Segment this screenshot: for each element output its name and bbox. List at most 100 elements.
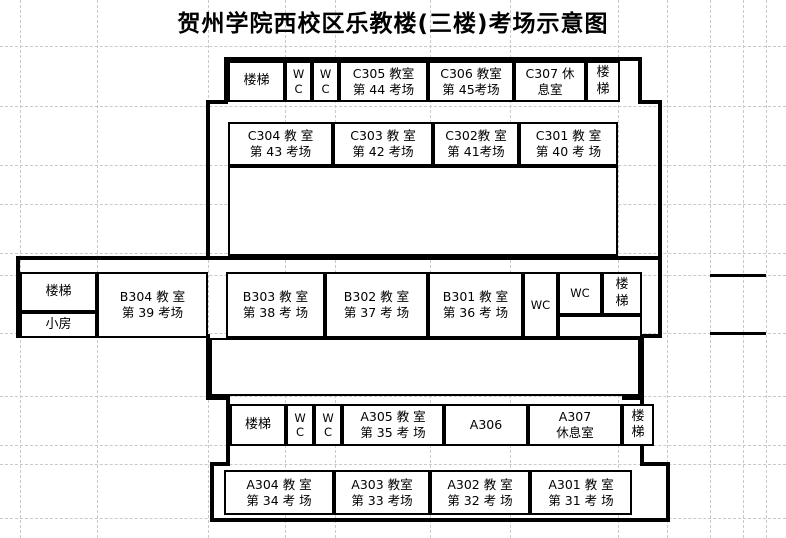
page-title: 贺州学院西校区乐教楼(三楼)考场示意图: [177, 11, 609, 37]
room-b303[interactable]: B303 教 室 第 38 考 场: [226, 272, 325, 338]
stairs-a-left[interactable]: 楼梯: [230, 404, 286, 446]
room-a302[interactable]: A302 教 室 第 32 考 场: [430, 470, 530, 515]
wall-a-bottom-right: [640, 462, 670, 466]
room-label-line1: C302教 室: [445, 128, 507, 144]
room-label-line2: 第 31 考 场: [548, 492, 614, 508]
wall-a-left: [226, 396, 230, 462]
room-a306[interactable]: A306: [444, 404, 528, 446]
wall-c-left: [206, 100, 210, 260]
room-label-line2: C: [321, 81, 330, 96]
room-label-line2: 梯: [631, 425, 645, 440]
wall-b-left: [16, 256, 20, 338]
wc-c-1[interactable]: W C: [285, 61, 312, 102]
stairs-c-right[interactable]: 楼 梯: [586, 61, 620, 102]
room-b302[interactable]: B302 教 室 第 37 考 场: [325, 272, 428, 338]
wall-a-top-right: [622, 396, 644, 400]
wall-b-bottom-right: [640, 334, 662, 338]
wc-a-2[interactable]: W C: [314, 404, 342, 446]
wc-a-1[interactable]: W C: [286, 404, 314, 446]
room-label-line1: 楼: [596, 65, 610, 81]
room-b301[interactable]: B301 教 室 第 36 考 场: [428, 272, 523, 338]
stairs-a-right[interactable]: 楼 梯: [622, 404, 654, 446]
room-label-line1: B302 教 室: [343, 289, 410, 305]
room-label-line1: W: [322, 410, 334, 425]
corridor-b-wing: [210, 338, 640, 396]
wall-a-bottom-left: [210, 462, 230, 466]
room-label-line2: C: [295, 425, 305, 439]
grid-line-horizontal: [0, 106, 786, 107]
grid-line-vertical: [710, 0, 711, 538]
room-label-line2: 梯: [596, 81, 610, 97]
grid-line-horizontal: [0, 46, 786, 47]
room-label-line2: 休息室: [556, 425, 594, 440]
room-a307[interactable]: A307 休息室: [528, 404, 622, 446]
grid-line-vertical: [208, 0, 209, 538]
room-c304[interactable]: C304 教 室 第 43 考场: [228, 122, 333, 166]
room-c302[interactable]: C302教 室 第 41考场: [433, 122, 519, 166]
room-label-line1: C307 休: [525, 65, 575, 81]
wc-c-2[interactable]: W C: [312, 61, 339, 102]
grid-line-vertical: [766, 0, 767, 538]
room-c303[interactable]: C303 教 室 第 42 考场: [333, 122, 433, 166]
room-label-line1: C301 教 室: [535, 128, 602, 144]
room-label-line2: 第 32 考 场: [447, 492, 513, 508]
room-label-line1: A304 教 室: [246, 476, 312, 492]
grid-line-vertical: [667, 0, 668, 538]
room-label-line2: 梯: [615, 293, 629, 309]
wc-b-1[interactable]: WC: [523, 272, 558, 338]
room-a304[interactable]: A304 教 室 第 34 考 场: [224, 470, 334, 515]
room-label-line1: A306: [469, 417, 503, 433]
room-label-line1: C306 教室: [440, 65, 502, 81]
grid-line-vertical: [335, 0, 336, 538]
wall-b-top-left: [16, 256, 208, 260]
wall-c-top: [224, 57, 642, 61]
room-label-line2: 第 45考场: [442, 81, 500, 97]
room-label-line1: B304 教 室: [119, 289, 186, 305]
room-label-line1: A305 教 室: [360, 409, 426, 425]
room-label-line2: 第 42 考场: [352, 144, 414, 159]
room-label-line2: 第 41考场: [447, 144, 505, 159]
grid-line-vertical: [618, 0, 619, 538]
room-c301[interactable]: C301 教 室 第 40 考 场: [519, 122, 618, 166]
wc-b-2[interactable]: WC: [558, 272, 602, 315]
room-label-line2: 第 36 考 场: [442, 305, 509, 320]
room-c307[interactable]: C307 休 息室: [514, 61, 586, 102]
grid-line-horizontal: [0, 396, 786, 397]
wall-a-top-left: [206, 396, 230, 400]
room-label-line1: A301 教 室: [548, 476, 614, 492]
stairs-b-left[interactable]: 楼梯: [20, 272, 97, 312]
room-label-line1: C304 教 室: [247, 128, 314, 144]
grid-line-vertical: [510, 0, 511, 538]
room-a303[interactable]: A303 教室 第 33 考场: [334, 470, 430, 515]
room-label-line2: 第 44 考场: [352, 81, 415, 97]
stairs-b-right[interactable]: 楼 梯: [602, 272, 642, 315]
corridor-c-wing: [228, 166, 618, 256]
room-label-line2: 第 40 考 场: [535, 144, 602, 159]
stairs-c-left[interactable]: 楼梯: [228, 61, 285, 102]
room-label-line2: 第 34 考 场: [246, 492, 312, 508]
room-b304[interactable]: B304 教 室 第 39 考场: [97, 272, 208, 338]
room-label-line1: 小房: [45, 316, 72, 332]
room-a301[interactable]: A301 教 室 第 31 考 场: [530, 470, 632, 515]
wall-c-right-upper: [638, 57, 642, 102]
room-label-line1: C305 教室: [352, 65, 415, 81]
grid-line-vertical: [285, 0, 286, 538]
wall-b-corridor-right: [640, 334, 644, 400]
wall-a-outer-right: [666, 462, 670, 522]
room-label-line1: 楼: [615, 277, 629, 293]
room-c306[interactable]: C306 教室 第 45考场: [428, 61, 514, 102]
room-c305[interactable]: C305 教室 第 44 考场: [339, 61, 428, 102]
room-small-b[interactable]: 小房: [20, 312, 97, 338]
room-a305[interactable]: A305 教 室 第 35 考 场: [342, 404, 444, 446]
landing-b-right: [558, 315, 642, 338]
room-label-line2: C: [323, 425, 333, 439]
room-label-line2: 第 43 考场: [249, 144, 312, 159]
wall-a-outer-left: [210, 462, 214, 522]
room-label-line2: 息室: [537, 81, 563, 97]
room-label-line2: 第 38 考 场: [242, 305, 309, 320]
room-label-line1: W: [319, 67, 332, 82]
room-label-line1: A303 教室: [351, 476, 413, 492]
grid-line-vertical: [97, 0, 98, 538]
room-label-line1: 楼梯: [243, 73, 270, 89]
